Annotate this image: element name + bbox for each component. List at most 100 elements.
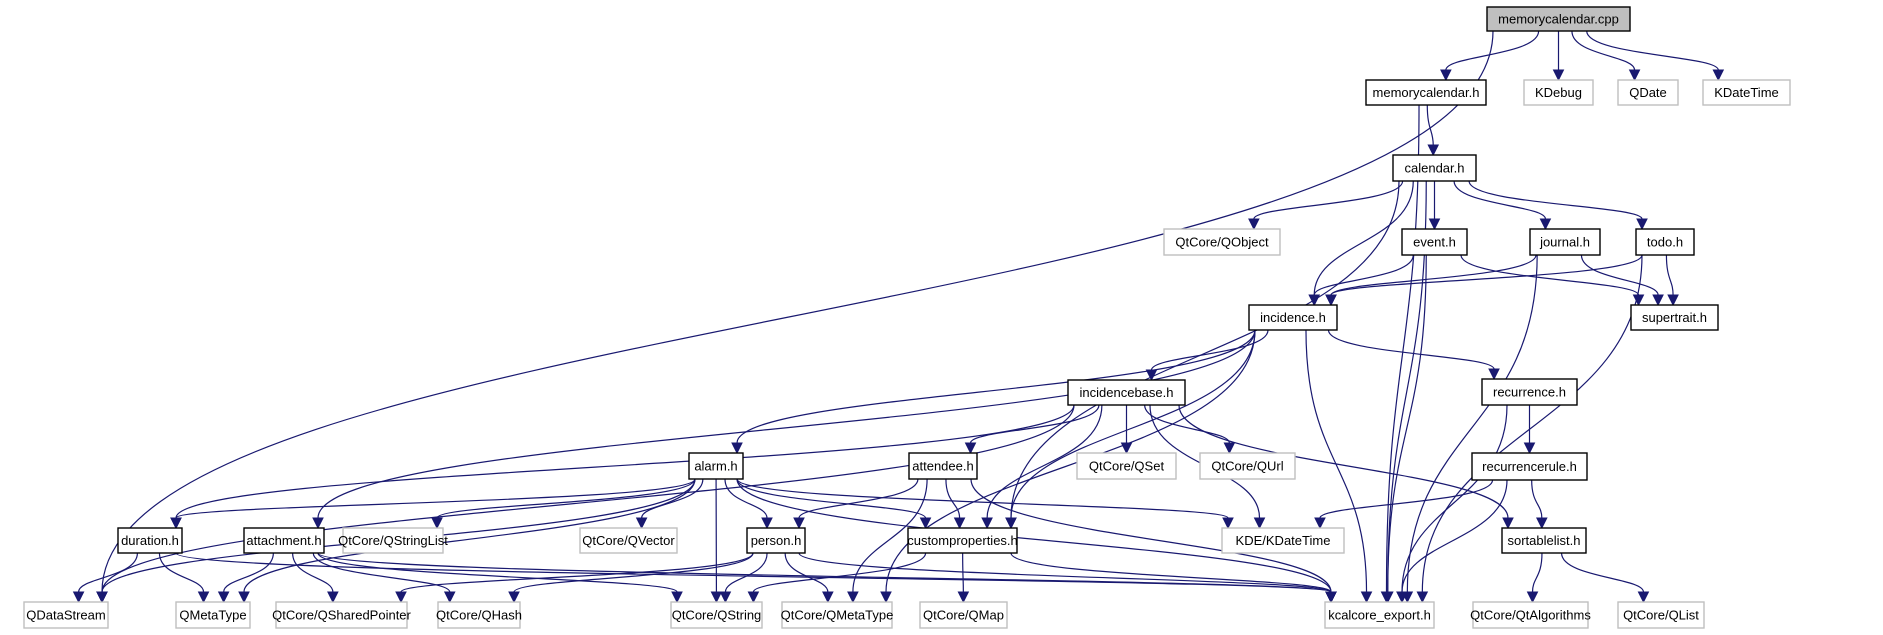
- arrowhead-icon: [170, 517, 182, 530]
- node-label: incidencebase.h: [1080, 385, 1174, 400]
- node-kde-kdatetime: KDE/KDateTime: [1221, 527, 1345, 554]
- arrowhead-icon: [238, 591, 250, 604]
- node-label: todo.h: [1647, 235, 1683, 250]
- edge-customproperties-h-to-qmap: [957, 552, 970, 604]
- node-box: [1501, 527, 1587, 554]
- node-label: KDE/KDateTime: [1236, 533, 1331, 548]
- edge-incidence-h-to-incidencebase-h: [1145, 329, 1269, 382]
- node-alarm-h[interactable]: alarm.h: [688, 452, 744, 480]
- node-label: QtCore/QMap: [923, 608, 1004, 623]
- arrowhead-icon: [72, 591, 85, 604]
- node-box: [1324, 601, 1435, 629]
- node-box: [670, 601, 763, 629]
- node-attachment-h[interactable]: attachment.h: [243, 527, 325, 554]
- arrowhead-icon: [1120, 442, 1133, 455]
- edge-line: [1421, 254, 1643, 593]
- node-label: supertrait.h: [1642, 310, 1707, 325]
- arrowhead-icon: [671, 591, 683, 604]
- node-label: recurrence.h: [1493, 385, 1566, 400]
- edge-line: [969, 404, 1100, 444]
- node-label: QtCore/QObject: [1175, 235, 1269, 250]
- arrowhead-icon: [395, 591, 407, 604]
- arrowhead-icon: [1440, 69, 1452, 82]
- edge-attachment-h-to-qhash: [312, 552, 456, 604]
- node-incidence-h[interactable]: incidence.h: [1248, 304, 1338, 331]
- node-box: [1630, 304, 1719, 331]
- node-recurrencerule-h[interactable]: recurrencerule.h: [1471, 452, 1588, 481]
- node-memorycalendar-h[interactable]: memorycalendar.h: [1365, 79, 1487, 106]
- arrowhead-icon: [1248, 218, 1260, 231]
- node-box: [907, 527, 1018, 554]
- edge-sortablelist-h-to-qlist: [1560, 552, 1650, 604]
- arrowhead-icon: [1636, 218, 1648, 231]
- node-customproperties-h[interactable]: customproperties.h: [907, 527, 1018, 554]
- node-duration-h[interactable]: duration.h: [117, 527, 183, 554]
- node-journal-h[interactable]: journal.h: [1529, 228, 1601, 256]
- node-event-h[interactable]: event.h: [1401, 228, 1468, 256]
- edge-person-h-to-qtmetatype: [784, 552, 834, 604]
- edge-incidence-h-to-alarm-h: [731, 329, 1256, 455]
- node-todo-h[interactable]: todo.h: [1635, 228, 1695, 256]
- node-box: [275, 601, 408, 629]
- edge-recurrencerule-h-to-sortablelist-h: [1531, 479, 1548, 530]
- node-attendee-h[interactable]: attendee.h: [908, 452, 978, 480]
- node-box: [1471, 452, 1588, 481]
- edge-line: [724, 552, 768, 593]
- node-qdatastream: QDataStream: [23, 601, 109, 629]
- node-box: [1472, 601, 1589, 629]
- edge-line: [1426, 104, 1434, 146]
- node-label: memorycalendar.cpp: [1498, 12, 1619, 27]
- node-qtcore-qmap: QtCore/QMap: [919, 601, 1008, 629]
- edge-line: [78, 552, 138, 593]
- edge-line: [945, 478, 961, 519]
- node-qtcore-qstring: QtCore/QString: [670, 601, 763, 629]
- arrowhead-icon: [793, 517, 805, 530]
- node-supertrait-h[interactable]: supertrait.h: [1630, 304, 1719, 331]
- arrowhead-icon: [1253, 517, 1266, 530]
- node-label: QMetaType: [179, 608, 246, 623]
- arrowhead-icon: [761, 517, 773, 530]
- node-memorycalendar-cpp[interactable]: memorycalendar.cpp: [1486, 6, 1631, 32]
- arrowhead-icon: [96, 591, 108, 604]
- node-sortablelist-h[interactable]: sortablelist.h: [1501, 527, 1587, 554]
- node-incidencebase-h[interactable]: incidencebase.h: [1067, 379, 1186, 406]
- edge-memorycalendar-cpp-to-kdebug: [1552, 30, 1565, 82]
- edge-attachment-h-to-qsharedpointer: [292, 552, 339, 604]
- edge-line: [1531, 552, 1543, 593]
- edge-todo-h-to-kcalcore-export-h: [1416, 254, 1643, 604]
- edges-layer: [72, 30, 1725, 604]
- edge-todo-h-to-supertrait-h: [1665, 254, 1679, 307]
- arrowhead-icon: [635, 517, 648, 530]
- node-box: [579, 527, 678, 554]
- node-label: QtCore/QUrl: [1211, 459, 1283, 474]
- node-kdatetime: KDateTime: [1702, 79, 1791, 106]
- edge-line: [1178, 404, 1509, 519]
- arrowhead-icon: [1314, 517, 1326, 530]
- edge-line: [513, 552, 754, 593]
- arrowhead-icon: [197, 591, 210, 604]
- node-label: duration.h: [121, 533, 179, 548]
- edge-line: [1253, 180, 1404, 220]
- edge-alarm-h-to-qvector: [635, 478, 704, 530]
- arrowhead-icon: [1223, 442, 1236, 455]
- node-calendar-h[interactable]: calendar.h: [1392, 154, 1477, 182]
- edge-line: [400, 552, 754, 593]
- edge-line: [1401, 479, 1508, 593]
- node-label: recurrencerule.h: [1482, 459, 1577, 474]
- node-box: [117, 527, 183, 554]
- edge-duration-h-to-qdatastream: [72, 552, 138, 604]
- edge-line: [1445, 30, 1540, 71]
- arrowhead-icon: [217, 591, 230, 604]
- node-box: [688, 452, 744, 480]
- node-person-h[interactable]: person.h: [746, 527, 806, 554]
- edge-attachment-h-to-qstring: [317, 552, 683, 604]
- edge-recurrencerule-h-to-kde-kdatetime: [1314, 479, 1494, 530]
- node-kdebug: KDebug: [1523, 79, 1594, 106]
- arrowhead-icon: [964, 442, 977, 455]
- node-label: person.h: [751, 533, 802, 548]
- node-recurrence-h[interactable]: recurrence.h: [1481, 378, 1578, 406]
- edge-line: [175, 478, 696, 519]
- edge-line: [1665, 254, 1674, 296]
- node-box: [1221, 527, 1345, 554]
- node-qtcore-qset: QtCore/QSet: [1076, 452, 1177, 480]
